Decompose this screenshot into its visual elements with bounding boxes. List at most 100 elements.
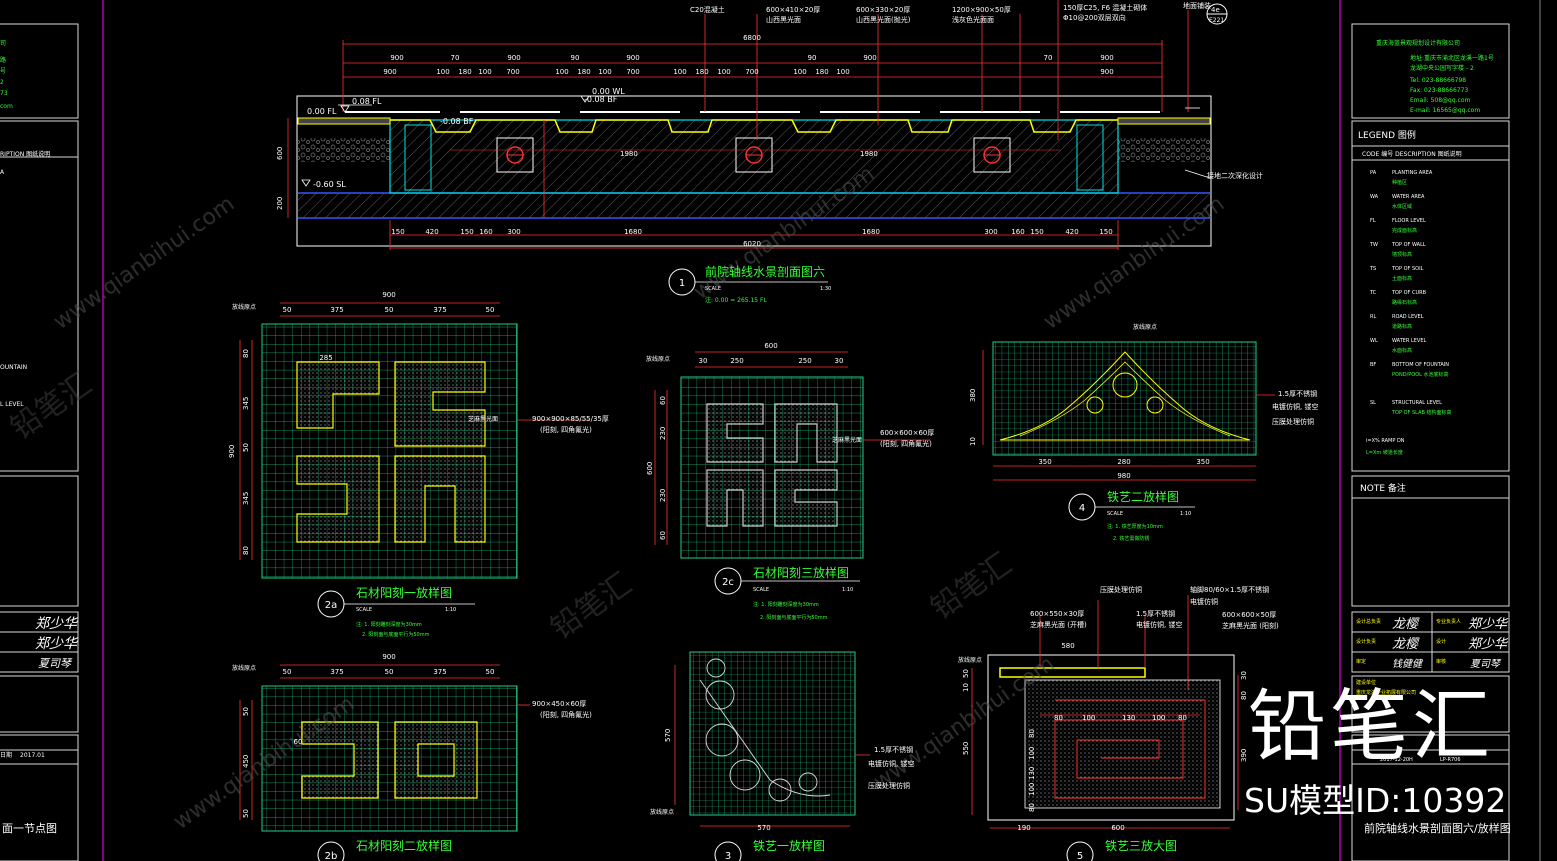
dim: 10 xyxy=(969,437,977,446)
spec-text: 900×900×85/55/35厚 xyxy=(532,415,609,423)
drawing-number: 1 xyxy=(679,278,685,289)
detail-2a xyxy=(239,302,590,579)
spec-text: (阳刻, 四角氟光) xyxy=(880,439,932,448)
left-line: 号 xyxy=(0,68,6,75)
pipe-icon xyxy=(496,137,1011,173)
legend-cn: 种植区 xyxy=(1392,179,1407,186)
company-address: 龙湖中央公园写字楼 - 2 xyxy=(1410,64,1474,72)
dim: 230 xyxy=(659,489,667,502)
drawing-number: 2b xyxy=(325,851,338,861)
note-header: NOTE 备注 xyxy=(1360,482,1406,494)
drawing-title: 石材阳刻三放样图 xyxy=(753,565,849,580)
spec-text: 芝麻黑光面 (开槽) xyxy=(1030,620,1087,629)
dim: 50 xyxy=(385,668,394,676)
dim: 150 xyxy=(391,228,404,236)
legend-code: SL xyxy=(1370,400,1376,406)
drawing-number: 3 xyxy=(725,851,731,861)
legend-desc: PLANTING AREA xyxy=(1392,170,1433,176)
dim: 60 xyxy=(659,531,667,540)
dim: 600 xyxy=(1111,824,1124,832)
scale-label: SCALE xyxy=(705,286,721,292)
section-label: 地面铺装 xyxy=(1183,1,1211,10)
signature: 夏司琴 xyxy=(38,657,73,670)
dim: 50 xyxy=(283,668,292,676)
spec-text: 600×600×60厚 xyxy=(880,429,934,437)
scale-value: 1:30 xyxy=(820,286,831,292)
dim: 100 xyxy=(673,68,686,76)
dim: 900 xyxy=(390,54,403,62)
spec-text: 1.5厚不锈钢 xyxy=(1278,389,1317,398)
signature: 龙樱 xyxy=(1392,617,1420,632)
signature: 郑少华 xyxy=(35,636,79,652)
company-address: Tel: 023-88666798 xyxy=(1409,77,1466,84)
dim: 380 xyxy=(969,389,977,402)
dim: 90 xyxy=(808,54,817,62)
dim: 1680 xyxy=(624,228,642,236)
callout-id: 4e xyxy=(1211,6,1220,14)
dim-total-bottom: 6020 xyxy=(743,240,761,248)
section-label: 山西黑光面 xyxy=(766,15,801,24)
dim: 700 xyxy=(506,68,519,76)
dim: 350 xyxy=(1196,458,1209,466)
left-sheet-title: 面一节点图 xyxy=(2,822,57,835)
sig-label: 专业负责人 xyxy=(1436,618,1461,625)
sheet-title: 前院轴线水景剖面图六/放样图 xyxy=(1364,821,1511,835)
drawing-note: 2. 阳刻面与底面平行为50mm xyxy=(760,614,828,621)
dim: 100 xyxy=(1152,714,1165,722)
legend-cn: 路缘石标高 xyxy=(1392,299,1417,306)
dim: 30 xyxy=(835,357,844,365)
detail-5 xyxy=(971,595,1239,829)
legend-code: FL xyxy=(1370,218,1376,224)
watermark-brand-3: 铅笔汇 xyxy=(925,546,1019,626)
section-label: C20混凝土 xyxy=(690,5,725,14)
dim: 60 xyxy=(659,396,667,405)
sheet-number: LP-R706 xyxy=(1440,757,1461,763)
legend-cn: TOP OF SLAB 结构面标高 xyxy=(1391,409,1452,416)
dim: 375 xyxy=(433,306,446,314)
left-company: 司 xyxy=(0,40,6,47)
spec-text: (阳刻, 四角氟光) xyxy=(540,710,592,719)
signature: 郑少华 xyxy=(35,616,79,632)
dim: 150 xyxy=(1030,228,1043,236)
company-address: Fax: 023-88666773 xyxy=(1410,87,1468,94)
dim: 100 xyxy=(836,68,849,76)
scale-label: SCALE xyxy=(356,607,372,613)
level-label: 0.00 WL xyxy=(592,87,625,96)
dim: 390 xyxy=(1240,749,1248,762)
dim: 285 xyxy=(319,354,332,362)
legend-desc: ROAD LEVEL xyxy=(1392,314,1424,320)
dim: 30 xyxy=(699,357,708,365)
origin-label: 放线原点 xyxy=(646,355,670,363)
dim: 80 xyxy=(1028,803,1036,812)
callout-ref: E221 xyxy=(1209,17,1224,24)
dim: 160 xyxy=(1011,228,1024,236)
dim: 100 xyxy=(436,68,449,76)
dim: 900 xyxy=(228,445,236,458)
left-line: 2 xyxy=(0,79,4,86)
drawing-title: 石材阳刻二放样图 xyxy=(356,838,452,853)
spec-text: 1.5厚不锈钢 xyxy=(1136,609,1175,618)
legend-code: BF xyxy=(1370,362,1376,368)
legend-desc: FLOOR LEVEL xyxy=(1392,218,1426,224)
legend-cn: POND/POOL 水池底标高 xyxy=(1392,371,1449,378)
detail-2c xyxy=(654,351,930,559)
dim: 90 xyxy=(571,54,580,62)
dim: 375 xyxy=(330,668,343,676)
dim: 570 xyxy=(757,824,770,832)
dim: 50 xyxy=(283,306,292,314)
dim: 345 xyxy=(242,397,250,410)
dim: 600 xyxy=(276,147,284,160)
level-label: -0.08 BF xyxy=(440,117,474,126)
left-item: L LEVEL xyxy=(0,401,24,408)
spec-text: 电镀仿铜, 镂空 xyxy=(1272,402,1318,411)
legend-desc: BOTTOM OF FOUNTAIN xyxy=(1392,362,1449,368)
spec-text: 压膜处理仿铜 xyxy=(1100,585,1142,594)
legend-ramp: i=X% RAMP DN xyxy=(1366,438,1405,444)
legend-cn: 水面标高 xyxy=(1392,347,1412,354)
dim: 900 xyxy=(382,291,395,299)
dim: 70 xyxy=(451,54,460,62)
drawing-title: 石材阳刻一放样图 xyxy=(356,585,452,600)
sig-label: 审定 xyxy=(1356,658,1366,665)
spec-text: 电镀仿铜 xyxy=(1190,597,1218,606)
dim: 190 xyxy=(1017,824,1030,832)
